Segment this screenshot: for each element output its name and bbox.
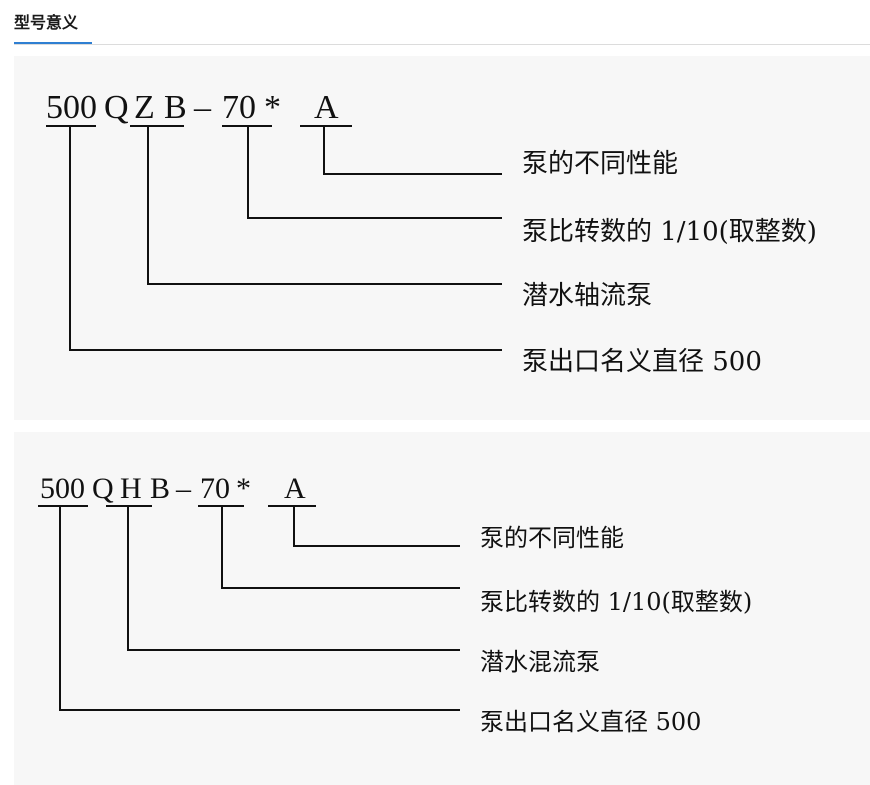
- code-b: B: [150, 472, 170, 505]
- desc-type: 潜水混流泵: [480, 648, 600, 676]
- code-q: Q: [92, 472, 114, 505]
- code-dash: –: [175, 472, 192, 505]
- tab-model-meaning[interactable]: 型号意义: [14, 13, 79, 32]
- code-size: 500: [40, 472, 85, 505]
- code-variant: A: [314, 89, 339, 126]
- code-star: *: [236, 472, 251, 505]
- code-q: Q: [104, 89, 129, 126]
- desc-variant: 泵的不同性能: [522, 149, 678, 179]
- tab-bar: 型号意义: [0, 0, 870, 46]
- code-type: H: [120, 472, 142, 505]
- diagram-1-code: 500 Q Z B – 70 * A: [46, 89, 339, 126]
- model-diagram-qzb: [14, 56, 870, 420]
- code-dash: –: [193, 89, 212, 126]
- diagram-2-code: 500 Q H B – 70 * A: [40, 472, 306, 505]
- desc-speed: 泵比转数的 1/10(取整数): [480, 588, 752, 616]
- code-b: B: [164, 89, 187, 126]
- code-variant: A: [284, 472, 306, 505]
- desc-type: 潜水轴流泵: [522, 281, 652, 311]
- code-type: Z: [134, 89, 155, 126]
- code-size: 500: [46, 89, 97, 126]
- model-diagram-qhb: [14, 432, 870, 785]
- desc-variant: 泵的不同性能: [480, 524, 624, 552]
- diagram-1-leaders: [46, 125, 502, 351]
- diagram-2-descriptions: 泵的不同性能 泵比转数的 1/10(取整数) 潜水混流泵 泵出口名义直径 500: [480, 524, 752, 736]
- diagram-2-leaders: [38, 505, 460, 711]
- desc-size: 泵出口名义直径 500: [522, 347, 762, 377]
- tab-divider: [14, 44, 870, 45]
- active-tab-indicator: [14, 42, 92, 44]
- desc-size: 泵出口名义直径 500: [480, 708, 701, 736]
- code-star: *: [264, 89, 281, 126]
- code-speed: 70: [200, 472, 230, 505]
- desc-speed: 泵比转数的 1/10(取整数): [522, 217, 817, 247]
- diagram-1-descriptions: 泵的不同性能 泵比转数的 1/10(取整数) 潜水轴流泵 泵出口名义直径 500: [522, 149, 817, 377]
- code-speed: 70: [222, 89, 256, 126]
